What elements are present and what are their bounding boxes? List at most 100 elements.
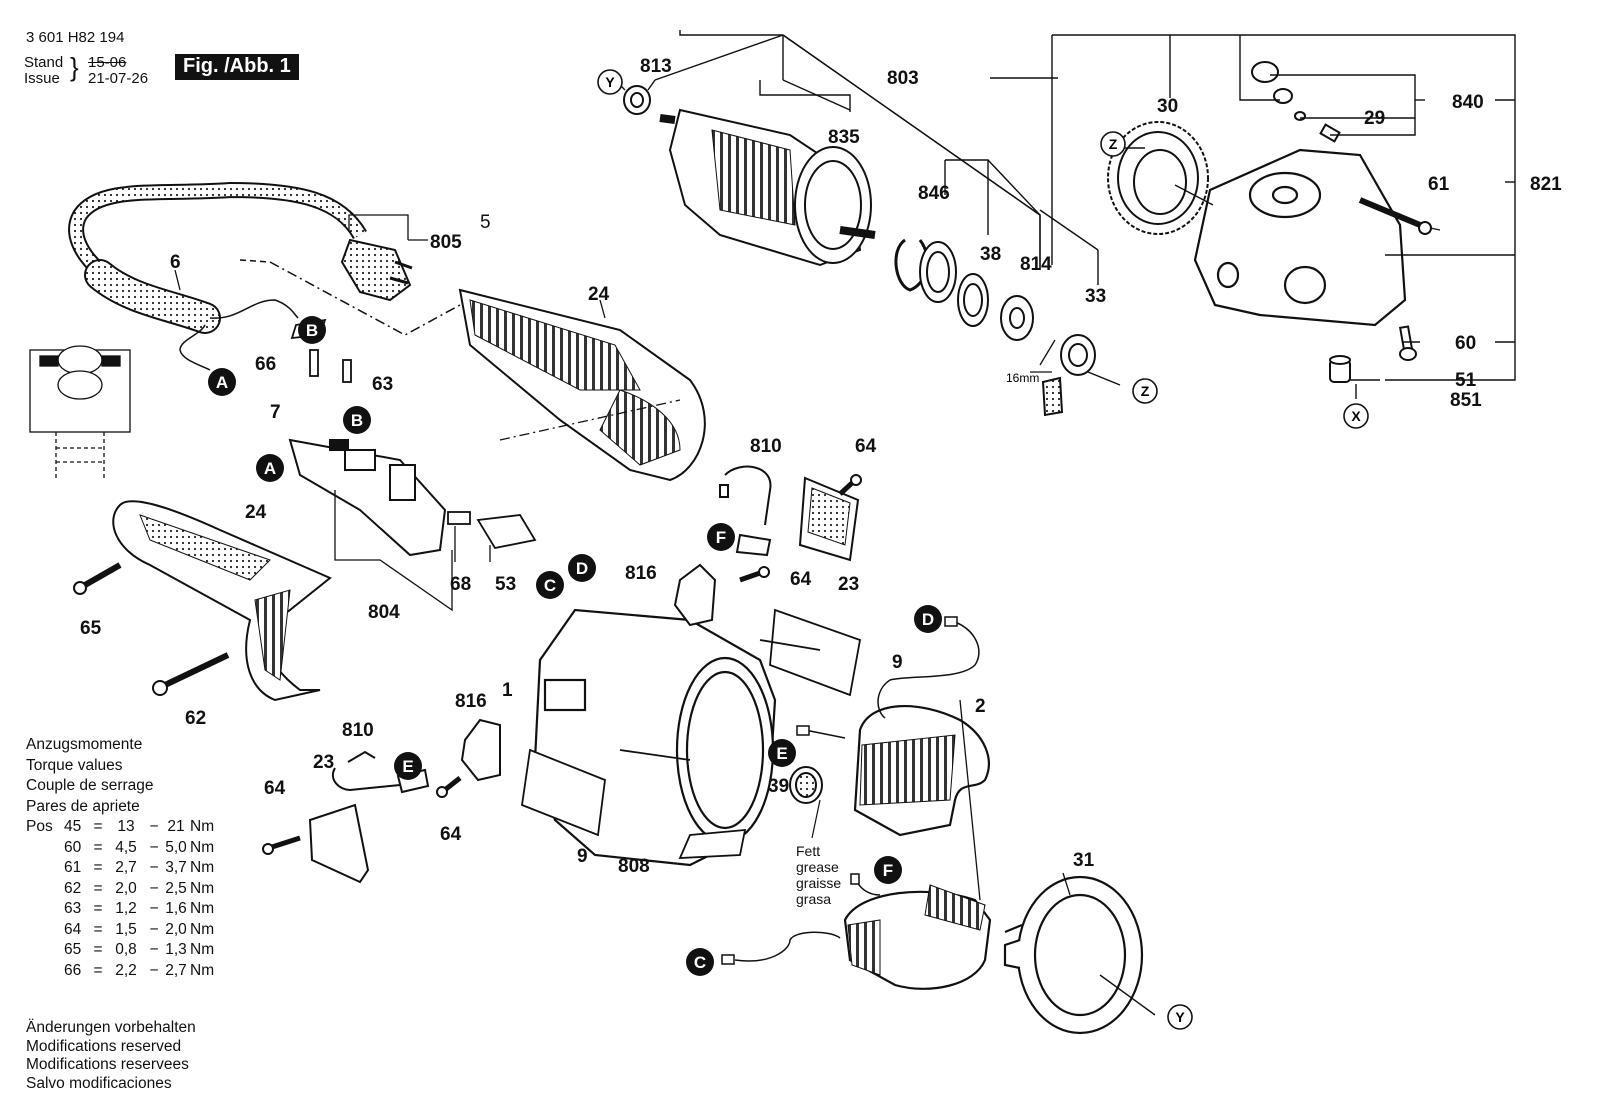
part-label: 9 bbox=[892, 652, 903, 673]
mod-de: Änderungen vorbehalten bbox=[26, 1019, 196, 1036]
part-label: 804 bbox=[368, 602, 400, 623]
reference-marker-z: Z bbox=[1100, 131, 1126, 157]
torque-unit: Nm bbox=[190, 941, 215, 958]
grease-note: Fett grease graisse grasa bbox=[796, 799, 841, 907]
connector-marker-c: C bbox=[536, 571, 564, 599]
torque-table: Anzugsmomente Torque values Couple de se… bbox=[26, 735, 234, 981]
field-coil bbox=[853, 705, 990, 837]
torque-dash: − bbox=[149, 859, 159, 876]
part-label: 803 bbox=[887, 68, 919, 89]
part-label: 64 bbox=[440, 824, 462, 845]
torque-min: 1,2 bbox=[115, 900, 137, 917]
part-label: 813 bbox=[640, 56, 672, 77]
svg-text:A: A bbox=[216, 373, 228, 392]
brace: } bbox=[70, 52, 79, 82]
torque-max: 3,7 bbox=[165, 859, 187, 876]
switch-assembly bbox=[288, 438, 447, 557]
torque-max: 1,3 bbox=[165, 941, 187, 958]
part-label: 840 bbox=[1452, 92, 1484, 113]
spindle-lock-parts bbox=[1251, 61, 1341, 143]
svg-text:Z: Z bbox=[1109, 136, 1118, 152]
stand-old-date: 15-06 bbox=[88, 54, 127, 71]
part-label: 24 bbox=[245, 502, 267, 523]
nut-33 bbox=[1041, 334, 1096, 417]
connector-marker-b: B bbox=[298, 316, 326, 344]
brush-holder-top bbox=[673, 465, 772, 627]
connector-marker-a: A bbox=[256, 454, 284, 482]
gear-30 bbox=[1107, 121, 1209, 235]
part-label: 65 bbox=[80, 618, 102, 639]
pos-label: Pos bbox=[26, 818, 53, 835]
connector-marker-a: A bbox=[208, 368, 236, 396]
part-label: 6 bbox=[170, 252, 181, 273]
torque-dash: − bbox=[149, 920, 159, 938]
svg-text:C: C bbox=[544, 576, 556, 595]
screw-65 bbox=[73, 562, 122, 595]
svg-text:Y: Y bbox=[605, 74, 615, 90]
torque-max: 2,5 bbox=[165, 879, 187, 897]
dimension-label: 16mm bbox=[1006, 371, 1039, 385]
part-label: 64 bbox=[790, 569, 812, 590]
bracket-lines bbox=[616, 30, 1516, 1016]
torque-row: 62 = 2,0 − 2,5 Nm bbox=[26, 879, 234, 900]
torque-eq: = bbox=[93, 818, 103, 835]
dimension-marks bbox=[1030, 339, 1056, 373]
bearing-39 bbox=[789, 766, 823, 804]
part-label: 23 bbox=[838, 574, 859, 595]
screw-60 bbox=[1398, 325, 1417, 361]
torque-dash: − bbox=[149, 838, 159, 856]
brush-cover-bottom bbox=[308, 803, 370, 884]
grease-de: Fett bbox=[796, 843, 820, 859]
svg-text:B: B bbox=[306, 321, 318, 340]
part-label: 63 bbox=[372, 374, 393, 395]
issue-date: 21-07-26 bbox=[88, 70, 149, 87]
svg-text:E: E bbox=[776, 744, 787, 763]
torque-eq: = bbox=[93, 879, 103, 897]
leader-line bbox=[959, 699, 981, 901]
mod-es: Salvo modificaciones bbox=[26, 1074, 172, 1092]
part-label: 814 bbox=[1020, 254, 1052, 275]
part-label: 805 bbox=[430, 232, 462, 253]
torque-title-de: Anzugsmomente bbox=[26, 736, 143, 753]
leader-line bbox=[599, 299, 606, 319]
part-label: 62 bbox=[185, 708, 206, 729]
torque-pos: 63 bbox=[64, 900, 82, 917]
part-label: 60 bbox=[1455, 333, 1476, 354]
torque-pos: 62 bbox=[64, 879, 82, 897]
bushing-51 bbox=[1329, 355, 1351, 383]
torque-row: 61 = 2,7 − 3,7 Nm bbox=[26, 858, 234, 879]
torque-min: 13 bbox=[117, 818, 135, 835]
torque-row: Pos 45 = 13 − 21 Nm bbox=[26, 817, 234, 838]
mod-fr: Modifications reservees bbox=[26, 1056, 189, 1073]
svg-text:F: F bbox=[883, 861, 893, 880]
part-label: 53 bbox=[495, 574, 516, 595]
torque-min: 1,5 bbox=[115, 920, 137, 938]
armature bbox=[659, 108, 876, 267]
part-label: 808 bbox=[618, 856, 650, 877]
torque-title-es: Pares de apriete bbox=[26, 797, 140, 815]
torque-dash: − bbox=[149, 879, 159, 897]
part-label: 821 bbox=[1530, 174, 1562, 195]
plug bbox=[340, 238, 413, 302]
torque-pos: 65 bbox=[64, 941, 82, 958]
part-label: 38 bbox=[980, 244, 1001, 265]
svg-text:D: D bbox=[922, 610, 934, 629]
part-label: 846 bbox=[918, 183, 950, 204]
torque-unit: Nm bbox=[190, 900, 215, 917]
svg-text:Y: Y bbox=[1175, 1009, 1185, 1025]
torque-min: 4,5 bbox=[115, 838, 137, 856]
part-label: 61 bbox=[1428, 174, 1450, 195]
svg-text:E: E bbox=[402, 757, 413, 776]
part-label: 39 bbox=[768, 776, 789, 797]
part-label: 68 bbox=[450, 574, 471, 595]
torque-row: 66 = 2,2 − 2,7 Nm bbox=[26, 961, 234, 982]
screws-64 bbox=[262, 474, 862, 855]
torque-row: 65 = 0,8 − 1,3 Nm bbox=[26, 940, 234, 961]
cord-leads bbox=[179, 259, 461, 371]
torque-pos: 45 bbox=[64, 818, 82, 835]
part-label: 5 bbox=[480, 212, 491, 233]
svg-text:B: B bbox=[351, 411, 363, 430]
torque-pos: 60 bbox=[64, 838, 82, 856]
torque-unit: Nm bbox=[190, 818, 215, 835]
field-coil-lower bbox=[843, 884, 992, 990]
